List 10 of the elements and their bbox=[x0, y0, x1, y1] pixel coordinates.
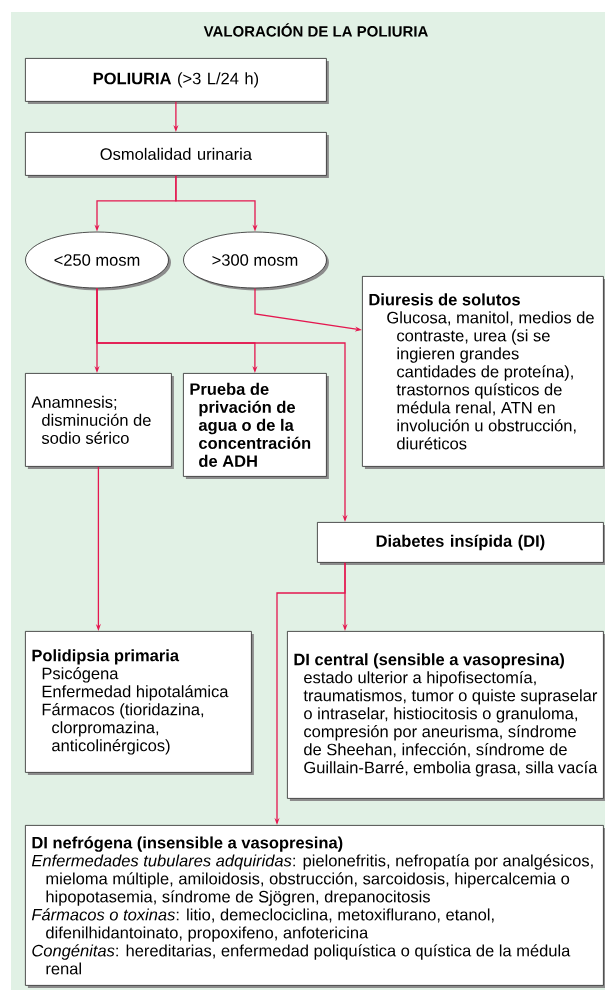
process-box: Prueba de privación de agua o de la concentración de ADH bbox=[183, 373, 329, 479]
process-box: Diabetes insípida (DI) bbox=[317, 522, 605, 565]
title: VALORACIÓN DE LA POLIURIA bbox=[203, 23, 428, 37]
start-box: POLIURIA (>3 L/24 h) bbox=[25, 58, 329, 104]
process-box: Osmolalidad urinaria bbox=[25, 132, 329, 178]
result-box: DI nefrógena (insensible a vasopresina) Enfermedades tubulares adquiridas: pielonefritis, nefropatía por analgésicos, mieloma múltiple, amiloidosis, obstrucción, sarcoidosis, hipercalcemia o hipopotasemia, síndrome de Sjögren, drepanocitosis Fármacos o toxinas: litio, demeclociclina, metoxiflurano, etanol, difenilhidantoinato, propoxifeno, anfotericina Congénitas: hereditarias, enfermedad poliquística o quística de la médula renal bbox=[25, 825, 605, 988]
process-box: Anamnesis; disminución de sodio sérico bbox=[25, 373, 174, 469]
result-box: Diuresis de solutos Glucosa, manitol, medios de contraste, urea (si se ingieren grandes cantidades de proteína), trastornos quísticos de médula renal, ATN en involución u obstrucción, diuréticos bbox=[362, 276, 605, 469]
result-box: DI central (sensible a vasopresina) estado ulterior a hipofisectomía, traumatismos, tumor o quiste supraselar o intraselar, histiocitosis o granuloma, compresión por aneurisma, síndrome de Sheehan, infección, síndrome de Guillain-Barré, embolia grasa, silla vacía bbox=[287, 631, 605, 801]
result-box: Polidipsia primaria Psicógena Enfermedad hipotalámica Fármacos (tioridazina, clorpromazina, anticolinérgicos) bbox=[25, 631, 254, 775]
